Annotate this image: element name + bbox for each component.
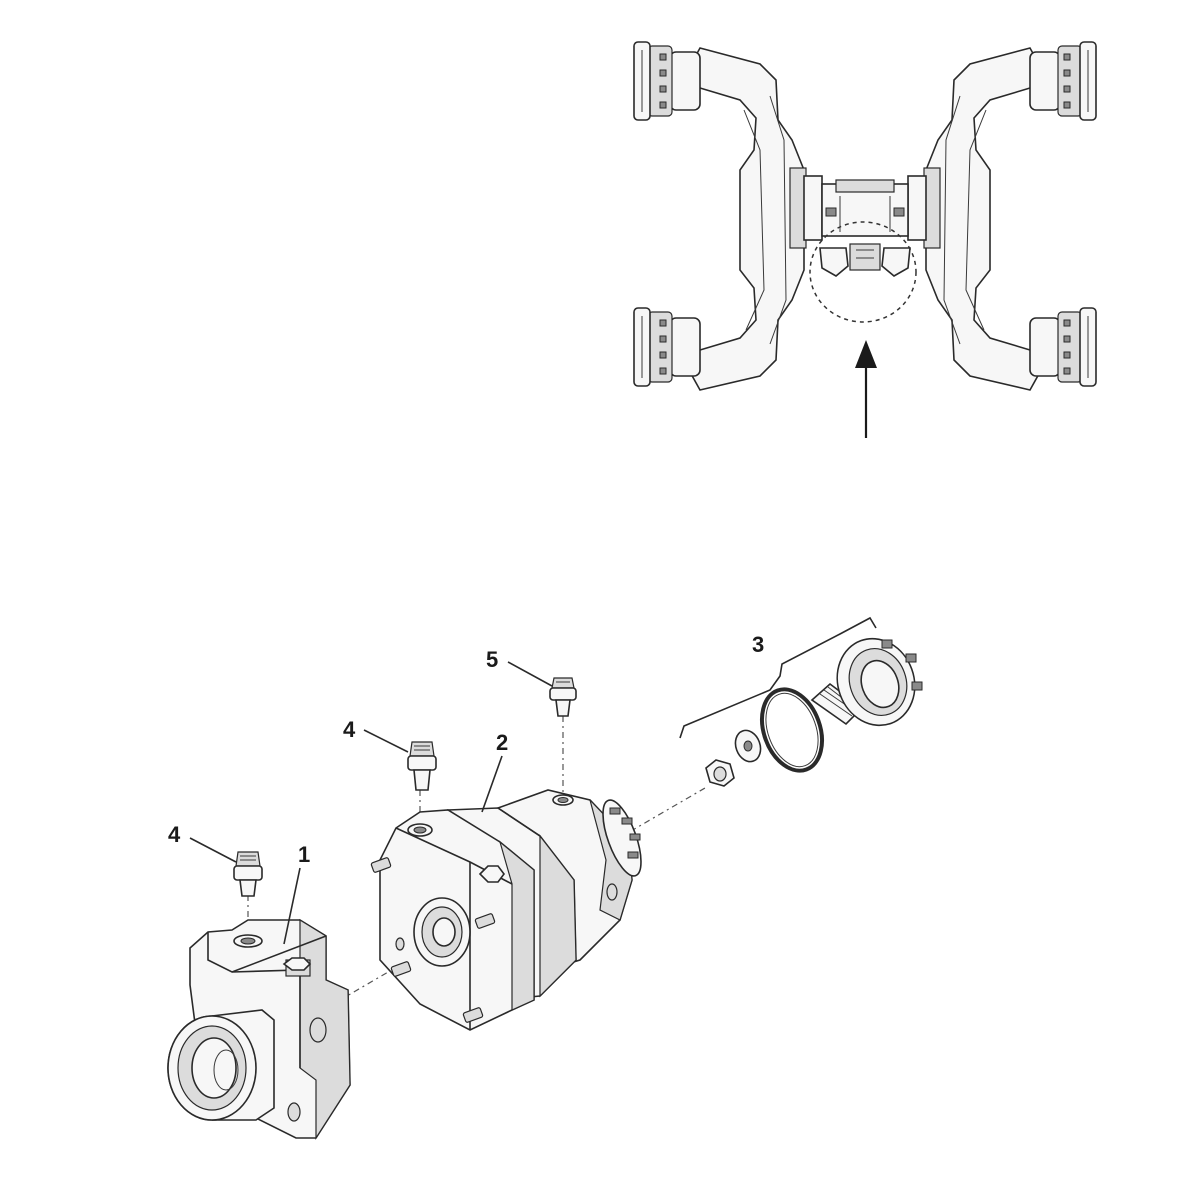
seal-kit-icon <box>679 616 923 787</box>
axle-overview-icon <box>633 41 1097 391</box>
fitting-icon-4a <box>233 851 263 897</box>
leader-line-2 <box>481 755 503 813</box>
motor-icon <box>370 789 642 1031</box>
fitting-icon-5 <box>549 677 577 717</box>
leader-line-4a <box>189 837 237 863</box>
leader-line-5 <box>507 661 553 687</box>
callout-1: 1 <box>298 842 310 867</box>
bearing-housing-icon <box>167 918 351 1141</box>
leader-line-4b <box>363 729 409 753</box>
view-arrow-icon <box>855 340 877 438</box>
detail-circle-icon <box>809 221 917 323</box>
callout-5: 5 <box>486 647 498 672</box>
callout-4b: 4 <box>343 717 356 742</box>
callout-3: 3 <box>752 632 764 657</box>
leader-line-1 <box>283 867 301 945</box>
callout-4a: 4 <box>168 822 181 847</box>
callout-2: 2 <box>496 730 508 755</box>
fitting-icon-4b <box>407 741 437 791</box>
